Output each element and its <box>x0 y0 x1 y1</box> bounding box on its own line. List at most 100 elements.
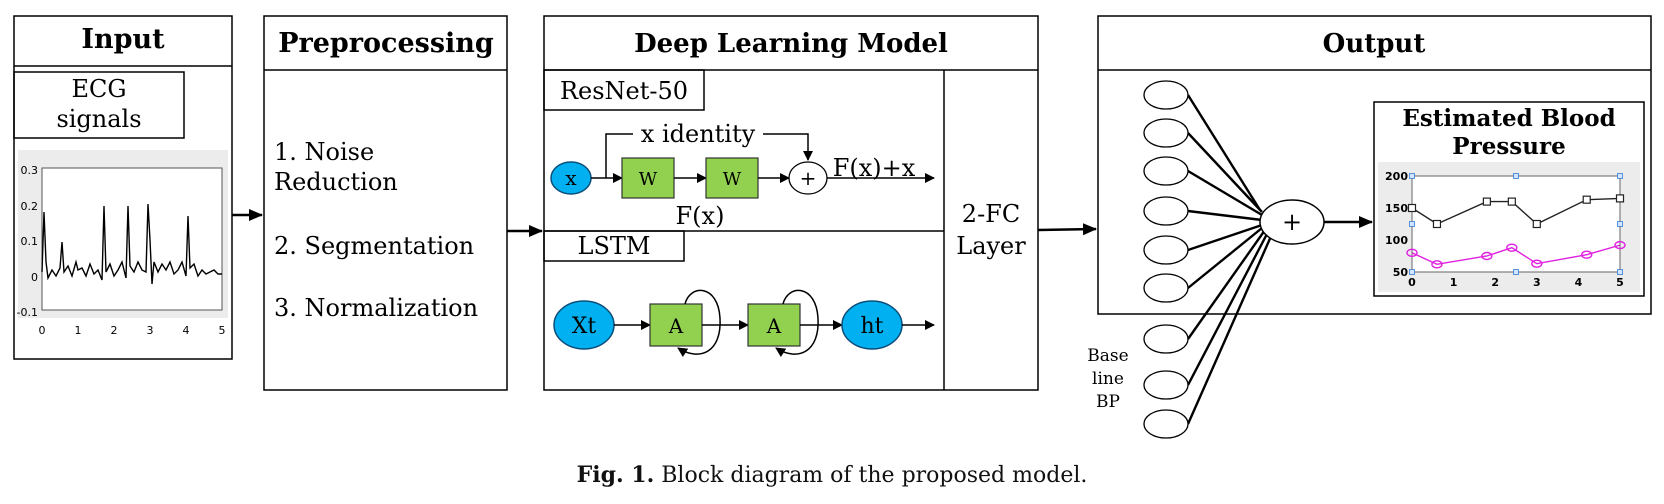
bp-xtick-label: 3 <box>1533 276 1541 289</box>
resnet-weight-box-1 <box>621 157 675 199</box>
model-block: Deep Learning Model ResNet-50 x W W + x … <box>543 15 1039 391</box>
bp-ytick-label: 50 <box>1393 266 1409 279</box>
bp-point <box>1614 240 1626 250</box>
ecg-xtick: 3 <box>147 324 154 337</box>
ecg-waveform <box>41 203 222 285</box>
lstm-cell-label: A <box>668 314 684 338</box>
bp-xtick-label: 4 <box>1575 276 1583 289</box>
output-sum-symbol: + <box>1282 208 1302 236</box>
caption-label: Fig. 1. <box>576 462 655 488</box>
bp-point <box>1482 197 1491 206</box>
step-segmentation: 2. Segmentation <box>274 232 474 260</box>
plot-handle <box>1617 173 1623 179</box>
neuron-connections <box>1186 94 1274 425</box>
preprocessing-block: Preprocessing 1. Noise Reduction 2. Segm… <box>263 15 508 391</box>
lstm-recurrent-loop-1 <box>677 289 721 358</box>
plot-handle <box>1409 173 1415 179</box>
fx-label: F(x) <box>676 202 725 230</box>
resnet-weight-label: W <box>723 169 742 190</box>
plot-handle <box>1513 269 1519 275</box>
ecg-ytick: 0 <box>31 271 38 284</box>
resnet-label: ResNet-50 <box>560 77 688 105</box>
bp-point <box>1432 219 1442 229</box>
baseline-label-line3: BP <box>1096 392 1120 412</box>
ecg-xtick: 0 <box>39 324 46 337</box>
plot-handle <box>1409 221 1415 227</box>
bp-point <box>1531 259 1543 268</box>
fc-label-line2: Layer <box>956 232 1026 260</box>
baseline-label-line2: line <box>1092 369 1124 389</box>
bp-ytick-label: 100 <box>1385 234 1408 247</box>
input-block: Input ECG signals 0.3 0.2 0.1 0 -0.1 0 1… <box>13 15 233 360</box>
bp-xtick-label: 1 <box>1450 276 1458 289</box>
lstm-cell-1 <box>649 303 703 347</box>
bp-xtick-label: 0 <box>1408 276 1416 289</box>
baseline-neuron <box>1143 324 1189 354</box>
identity-label: x identity <box>641 120 756 148</box>
bp-title-line2: Pressure <box>1452 133 1565 160</box>
neuron <box>1143 235 1189 265</box>
neuron <box>1143 80 1189 110</box>
step-normalization: 3. Normalization <box>274 294 478 322</box>
bp-ytick-label: 150 <box>1385 202 1408 215</box>
output-frame <box>1097 15 1652 315</box>
neuron <box>1143 156 1189 186</box>
figure-caption: Fig. 1. Block diagram of the proposed mo… <box>0 462 1664 488</box>
plot-handle <box>1513 173 1519 179</box>
bp-point <box>1507 197 1516 206</box>
plot-handle <box>1409 269 1415 275</box>
lstm-cell-2 <box>747 303 801 347</box>
neuron <box>1143 273 1189 303</box>
bp-point <box>1431 260 1443 269</box>
model-frame <box>543 15 1039 391</box>
resnet-weight-box-2 <box>705 157 759 199</box>
ecg-xtick: 5 <box>219 324 226 337</box>
bp-point <box>1615 194 1625 203</box>
resnet-input-label: x <box>565 166 577 190</box>
caption-text: Block diagram of the proposed model. <box>661 463 1088 488</box>
baseline-neuron <box>1143 370 1189 400</box>
bp-ytick-label: 200 <box>1385 170 1408 183</box>
lstm-label-box <box>543 230 685 262</box>
step-noise-line1: 1. Noise <box>274 138 374 166</box>
bp-title-line1: Estimated Blood <box>1402 105 1615 132</box>
baseline-neuron <box>1143 409 1189 439</box>
ecg-ytick: 0.3 <box>21 164 39 177</box>
resnet-label-box <box>543 69 705 111</box>
output-block: Output + Base line BP <box>1087 15 1652 439</box>
bp-point <box>1532 219 1541 229</box>
bp-point <box>1582 195 1591 204</box>
bp-point <box>1481 251 1493 261</box>
ecg-label-box <box>13 71 185 139</box>
bp-point <box>1407 203 1417 213</box>
block-diagram: Input ECG signals 0.3 0.2 0.1 0 -0.1 0 1… <box>13 15 1652 439</box>
neuron <box>1143 196 1189 226</box>
preprocessing-title: Preprocessing <box>278 28 494 59</box>
bp-point <box>1506 243 1518 252</box>
bp-point <box>1406 248 1418 258</box>
lstm-cell-label: A <box>766 314 782 338</box>
preprocessing-frame <box>263 15 508 391</box>
neurons <box>1143 80 1189 439</box>
bp-xtick-label: 5 <box>1616 276 1624 289</box>
plot-handle <box>1617 221 1623 227</box>
ecg-ytick: 0.2 <box>21 200 39 213</box>
ecg-plot: 0.3 0.2 0.1 0 -0.1 0 1 2 3 4 5 <box>17 150 228 337</box>
ecg-ytick: 0.1 <box>21 235 39 248</box>
ecg-label-line1: ECG <box>71 75 126 103</box>
resnet-sum-symbol: + <box>800 166 817 190</box>
bp-series-line <box>1411 244 1621 266</box>
ecg-xtick: 2 <box>111 324 118 337</box>
bp-plot-area <box>1411 175 1621 273</box>
neuron <box>1143 118 1189 148</box>
arrow-model-to-output <box>1037 223 1097 236</box>
input-frame <box>13 15 233 360</box>
input-title: Input <box>81 24 165 55</box>
sum-output-label: F(x)+x <box>833 154 916 182</box>
ecg-ytick: -0.1 <box>17 306 38 319</box>
ecg-xtick: 1 <box>75 324 82 337</box>
step-noise-line2: Reduction <box>274 168 398 196</box>
model-title: Deep Learning Model <box>634 29 948 59</box>
lstm-output-label: ht <box>860 314 883 339</box>
